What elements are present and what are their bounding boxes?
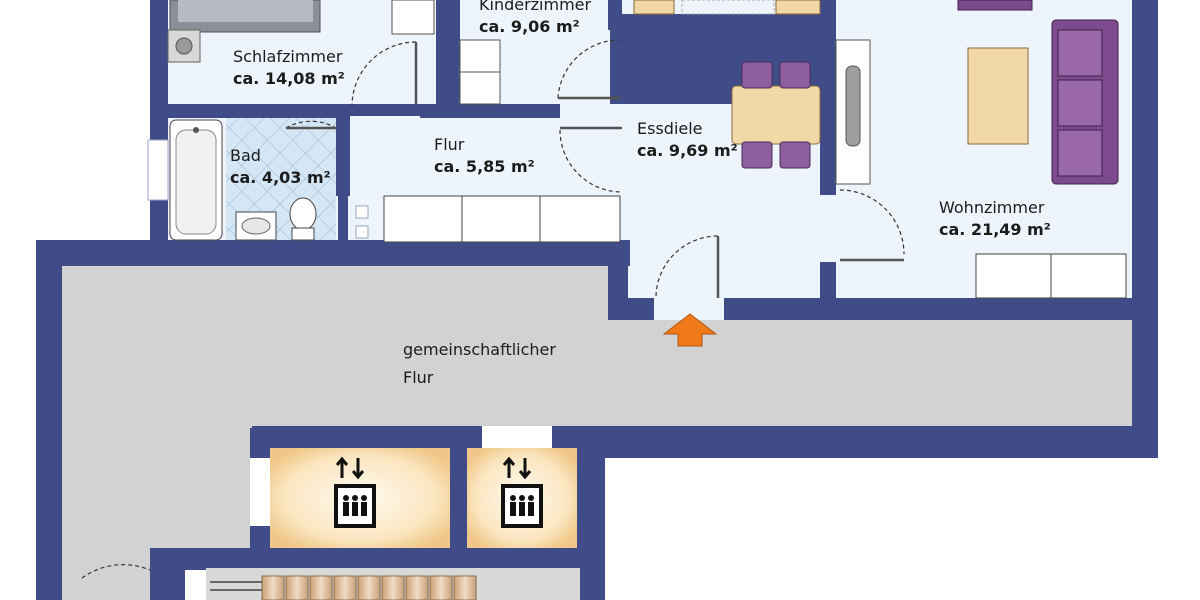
furniture xyxy=(167,0,1127,299)
interior-walls xyxy=(150,0,1158,458)
corridor-label: gemeinschaftlicher Flur xyxy=(403,336,556,392)
door-leaves xyxy=(286,42,904,298)
room-label-bad: Bad ca. 4,03 m² xyxy=(230,145,331,189)
room-area: ca. 4,03 m² xyxy=(230,168,331,187)
room-label-flur: Flur ca. 5,85 m² xyxy=(434,134,535,178)
corridor-label-line1: gemeinschaftlicher xyxy=(403,340,556,359)
room-label-schlafzimmer: Schlafzimmer ca. 14,08 m² xyxy=(233,46,345,90)
room-name: Bad xyxy=(230,146,261,165)
room-name: Kinderzimmer xyxy=(479,0,592,14)
room-name: Wohnzimmer xyxy=(939,198,1045,217)
entrance-arrow-icon xyxy=(662,313,718,347)
room-area: ca. 5,85 m² xyxy=(434,157,535,176)
corridor-label-line2: Flur xyxy=(403,368,434,387)
room-label-wohnzimmer: Wohnzimmer ca. 21,49 m² xyxy=(939,197,1051,241)
elevator-icon xyxy=(334,456,376,528)
elevator-core xyxy=(84,426,602,600)
room-name: Flur xyxy=(434,135,465,154)
room-area: ca. 14,08 m² xyxy=(233,69,345,88)
windows xyxy=(147,139,369,239)
room-name: Schlafzimmer xyxy=(233,47,343,66)
room-area: ca. 21,49 m² xyxy=(939,220,1051,239)
doors xyxy=(81,39,905,579)
room-area: ca. 9,06 m² xyxy=(479,17,580,36)
staircase-icon xyxy=(210,575,477,600)
room-label-kinderzimmer: Kinderzimmer ca. 9,06 m² xyxy=(479,0,591,38)
common-corridor xyxy=(62,266,1132,600)
room-name: Essdiele xyxy=(637,119,703,138)
elevator-icon xyxy=(501,456,543,528)
room-area: ca. 9,69 m² xyxy=(637,141,738,160)
room-label-essdiele: Essdiele ca. 9,69 m² xyxy=(637,118,738,162)
